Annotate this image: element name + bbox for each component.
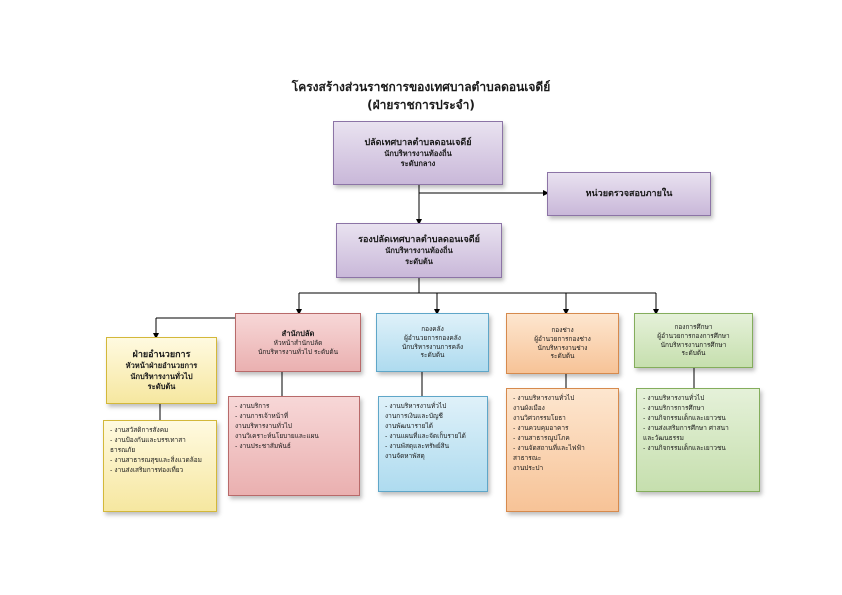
list-item: - งานสวัสดิการสังคม <box>110 426 169 434</box>
list-item: - งานส่งเสริมการศึกษา ศาสนา <box>643 424 729 433</box>
list-item: - งานแผนที่และจัดเก็บรายได้ <box>385 432 466 441</box>
box-deputy-clerk-name: รองปลัดเทศบาลตำบลดอนเจดีย์ <box>358 235 480 246</box>
box-admin-section: ฝ่ายอำนวยการ หัวหน้าฝ่ายอำนวยการ นักบริห… <box>106 337 217 404</box>
box-internal-audit-name: หน่วยตรวจสอบภายใน <box>585 188 673 199</box>
list-item: - งานการเจ้าหน้าที่ <box>235 412 289 421</box>
list-item: - งานจัดสถานที่และไฟฟ้า <box>513 444 585 453</box>
box-engineering-head1: กองช่าง <box>551 325 574 334</box>
list-item: ธารณภัย <box>110 446 136 455</box>
box-office-of-clerk: สำนักปลัด หัวหน้าสำนักปลัด นักบริหารงานท… <box>235 313 361 372</box>
list-item: - งานบริหารงานทั่วไป <box>385 402 447 410</box>
box-finance-head1: กองคลัง <box>421 324 444 333</box>
box-engineering-division: กองช่าง ผู้อำนวยการกองช่าง นักบริหารงานช… <box>506 313 619 374</box>
box-education-head2: ผู้อำนวยการกองการศึกษา <box>657 331 730 340</box>
chart-title: โครงสร้างส่วนราชการของเทศบาลตำบลดอนเจดีย… <box>291 80 551 94</box>
box-internal-audit: หน่วยตรวจสอบภายใน <box>547 172 711 216</box>
box-education-head1: กองการศึกษา <box>674 322 713 331</box>
box-deputy-clerk-position: นักบริหารงานท้องถิ่น <box>385 246 453 256</box>
list-item: สาธารณะ <box>513 454 542 463</box>
list-item: และวัฒนธรรม <box>643 434 684 443</box>
list-item: - งานส่งเสริมการท่องเที่ยว <box>110 466 184 475</box>
box-engineering-head4: ระดับต้น <box>550 352 575 361</box>
list-admin-tasks: - งานสวัสดิการสังคม - งานป้องกันและบรรเท… <box>103 420 217 512</box>
list-item: - งานพัสดุและทรัพย์สิน <box>385 442 450 451</box>
list-item: งานผังเมือง <box>513 404 545 413</box>
list-education-tasks: - งานบริหารงานทั่วไป - งานบริการการศึกษา… <box>636 388 760 492</box>
box-admin-head1: ฝ่ายอำนวยการ <box>132 350 191 361</box>
box-finance-head2: ผู้อำนวยการกองคลัง <box>404 333 461 342</box>
box-office-head2: หัวหน้าสำนักปลัด <box>273 338 323 347</box>
list-item: - งานบริหารงานทั่วไป <box>643 394 705 402</box>
list-item: - งานกิจกรรมเด็กและเยาวชน <box>643 444 726 453</box>
box-municipal-clerk: ปลัดเทศบาลตำบลดอนเจดีย์ นักบริหารงานท้อง… <box>333 121 503 185</box>
box-engineering-head3: นักบริหารงานช่าง <box>537 343 588 352</box>
list-item: - งานกิจกรรมเด็กและเยาวชน <box>643 414 726 423</box>
box-deputy-clerk: รองปลัดเทศบาลตำบลดอนเจดีย์ นักบริหารงานท… <box>336 223 502 278</box>
list-item: งานพัฒนารายได้ <box>385 422 433 431</box>
list-item: - งานบริหารงานทั่วไป <box>513 394 575 402</box>
box-admin-head2: หัวหน้าฝ่ายอำนวยการ <box>125 361 198 371</box>
list-item: - งานสาธารณูปโภค <box>513 434 570 443</box>
box-deputy-clerk-level: ระดับต้น <box>405 256 433 266</box>
list-item: - งานควบคุมอาคาร <box>513 424 569 433</box>
box-education-division: กองการศึกษา ผู้อำนวยการกองการศึกษา นักบร… <box>634 313 753 368</box>
box-finance-division: กองคลัง ผู้อำนวยการกองคลัง นักบริหารงานก… <box>376 313 489 372</box>
box-education-head3: นักบริหารงานการศึกษา <box>660 340 727 349</box>
box-office-head1: สำนักปลัด <box>281 328 315 338</box>
list-finance-tasks: - งานบริหารงานทั่วไป งานการเงินและบัญชี … <box>378 396 488 492</box>
box-admin-head4: ระดับต้น <box>147 381 176 391</box>
box-municipal-clerk-position: นักบริหารงานท้องถิ่น <box>384 148 452 158</box>
box-office-head3: นักบริหารงานทั่วไป ระดับต้น <box>257 347 339 356</box>
list-engineering-tasks: - งานบริหารงานทั่วไป งานผังเมือง งานวิศว… <box>506 388 619 512</box>
box-finance-head4: ระดับต้น <box>420 351 445 360</box>
list-item: - งานสาธารณสุขและสิ่งแวดล้อม <box>110 456 202 465</box>
list-item: งานประปา <box>513 464 544 473</box>
list-item: งานวิศวกรรมโยธา <box>513 414 566 423</box>
box-municipal-clerk-level: ระดับกลาง <box>400 159 436 169</box>
list-item: - งานบริการ <box>235 402 270 410</box>
list-item: งานจัดหาพัสดุ <box>385 452 425 461</box>
list-item: งานการเงินและบัญชี <box>385 412 443 421</box>
box-engineering-head2: ผู้อำนวยการกองช่าง <box>534 334 591 343</box>
box-finance-head3: นักบริหารงานการคลัง <box>401 342 464 351</box>
list-item: - งานบริการการศึกษา <box>643 404 705 413</box>
list-item: - งานประชาสัมพันธ์ <box>235 442 291 451</box>
box-admin-head3: นักบริหารงานทั่วไป <box>130 371 193 381</box>
list-office-tasks: - งานบริการ - งานการเจ้าหน้าที่ งานบริหา… <box>228 396 360 496</box>
list-item: งานบริหารงานทั่วไป <box>235 422 292 431</box>
list-item: - งานป้องกันและบรรเทาสา <box>110 436 186 445</box>
list-item: งานวิเคราะห์นโยบายและแผน <box>235 432 319 441</box>
box-education-head4: ระดับต้น <box>681 349 706 358</box>
box-municipal-clerk-name: ปลัดเทศบาลตำบลดอนเจดีย์ <box>364 137 472 148</box>
chart-subtitle: (ฝ่ายราชการประจำ) <box>367 98 475 112</box>
